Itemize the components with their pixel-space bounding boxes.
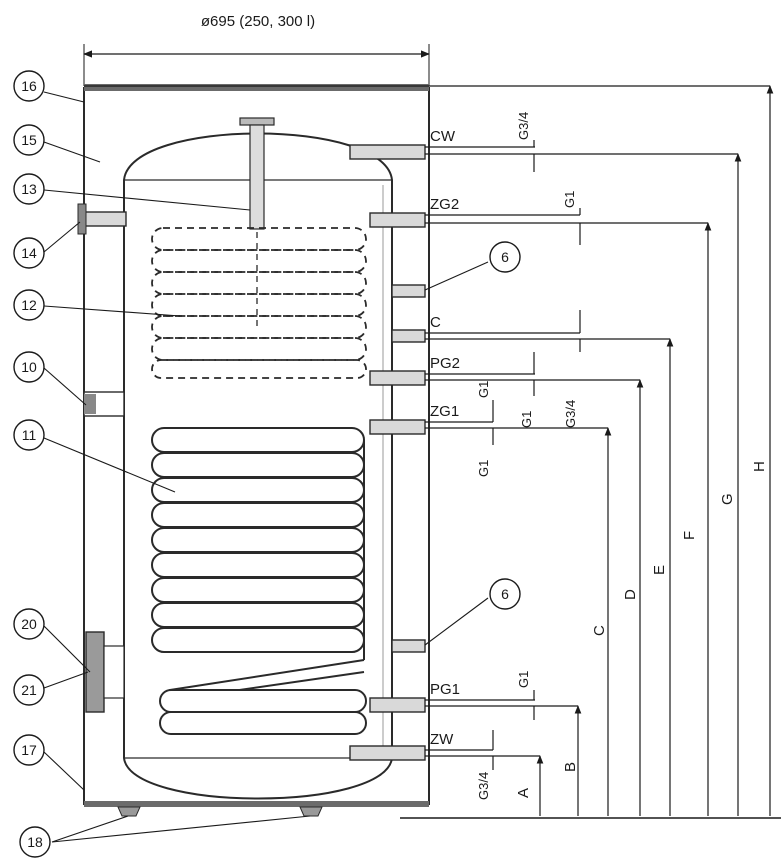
callout-12-text: 12 — [21, 297, 37, 313]
left-flange-20-21 — [85, 631, 105, 713]
dim-label-c: C — [591, 625, 608, 636]
callout-16-text: 16 — [21, 78, 37, 94]
label-c: C — [430, 314, 441, 331]
left-sleeve-14 — [83, 211, 127, 227]
callout-numbers: 16 15 13 14 12 10 11 20 21 17 18 6 6 — [21, 78, 509, 850]
callout-13 — [13, 173, 45, 205]
callout-16 — [13, 70, 45, 102]
callout-21 — [13, 674, 45, 706]
label-cw: CW — [430, 128, 456, 145]
foot-right — [299, 806, 323, 817]
callout-11-text: 11 — [22, 427, 37, 443]
callout-6-top-text: 6 — [501, 249, 509, 265]
callout-18 — [19, 826, 51, 858]
dim-label-e: E — [651, 565, 668, 575]
dim-label-d: D — [622, 589, 639, 600]
callout-13-text: 13 — [21, 181, 37, 197]
thread-pg2: G3/4 — [563, 400, 578, 428]
callout-6-bottom — [489, 578, 521, 610]
thread-cw: G3/4 — [516, 112, 531, 140]
upper-dashed-coil — [151, 227, 367, 379]
bottom-plate — [84, 801, 429, 807]
left-socket-10 — [84, 394, 96, 414]
thread-pg1: G1 — [516, 671, 531, 688]
top-cover — [84, 84, 429, 91]
label-zg1: ZG1 — [430, 403, 459, 420]
callout-circles — [13, 70, 521, 858]
dim-label-f: F — [681, 531, 698, 540]
dim-label-h: H — [751, 461, 768, 472]
foot-left — [117, 806, 141, 817]
label-zw: ZW — [430, 731, 454, 748]
diameter-title: ø695 (250, 300 l) — [201, 13, 315, 30]
dim-label-a: A — [515, 788, 532, 798]
callout-11 — [13, 419, 45, 451]
callout-14 — [13, 237, 45, 269]
callout-leaders — [43, 91, 489, 843]
callout-21-text: 21 — [21, 682, 37, 698]
thread-marks — [492, 140, 581, 770]
callout-20-text: 20 — [21, 616, 37, 632]
connection-leaders — [84, 85, 770, 757]
thread-zg1-top: G1 — [476, 381, 491, 398]
thread-zw: G3/4 — [476, 772, 491, 800]
label-pg1: PG1 — [430, 681, 460, 698]
dim-label-g: G — [719, 493, 736, 505]
callout-12 — [13, 289, 45, 321]
lower-solid-coil — [151, 427, 367, 735]
label-zg2: ZG2 — [430, 196, 459, 213]
anode-cap — [239, 117, 275, 126]
callout-15 — [13, 124, 45, 156]
label-pg2: PG2 — [430, 355, 460, 372]
callout-15-text: 15 — [21, 132, 37, 148]
left-flange-cover — [103, 645, 125, 699]
left-flange-14 — [77, 203, 87, 235]
callout-10 — [13, 351, 45, 383]
callout-20 — [13, 608, 45, 640]
thread-c: G1 — [519, 411, 534, 428]
thread-zg2: G1 — [562, 191, 577, 208]
callout-14-text: 14 — [21, 245, 37, 261]
anode-rod — [249, 124, 265, 230]
height-dimension-lines — [536, 85, 774, 816]
callout-17 — [13, 734, 45, 766]
callout-18-text: 18 — [27, 834, 43, 850]
right-connection-stubs — [349, 144, 426, 761]
callout-6-bottom-text: 6 — [501, 586, 509, 602]
callout-17-text: 17 — [21, 742, 37, 758]
callout-10-text: 10 — [21, 359, 37, 375]
dim-label-b: B — [562, 762, 579, 772]
thread-zg1-bottom: G1 — [476, 460, 491, 477]
callout-6-top — [489, 241, 521, 273]
